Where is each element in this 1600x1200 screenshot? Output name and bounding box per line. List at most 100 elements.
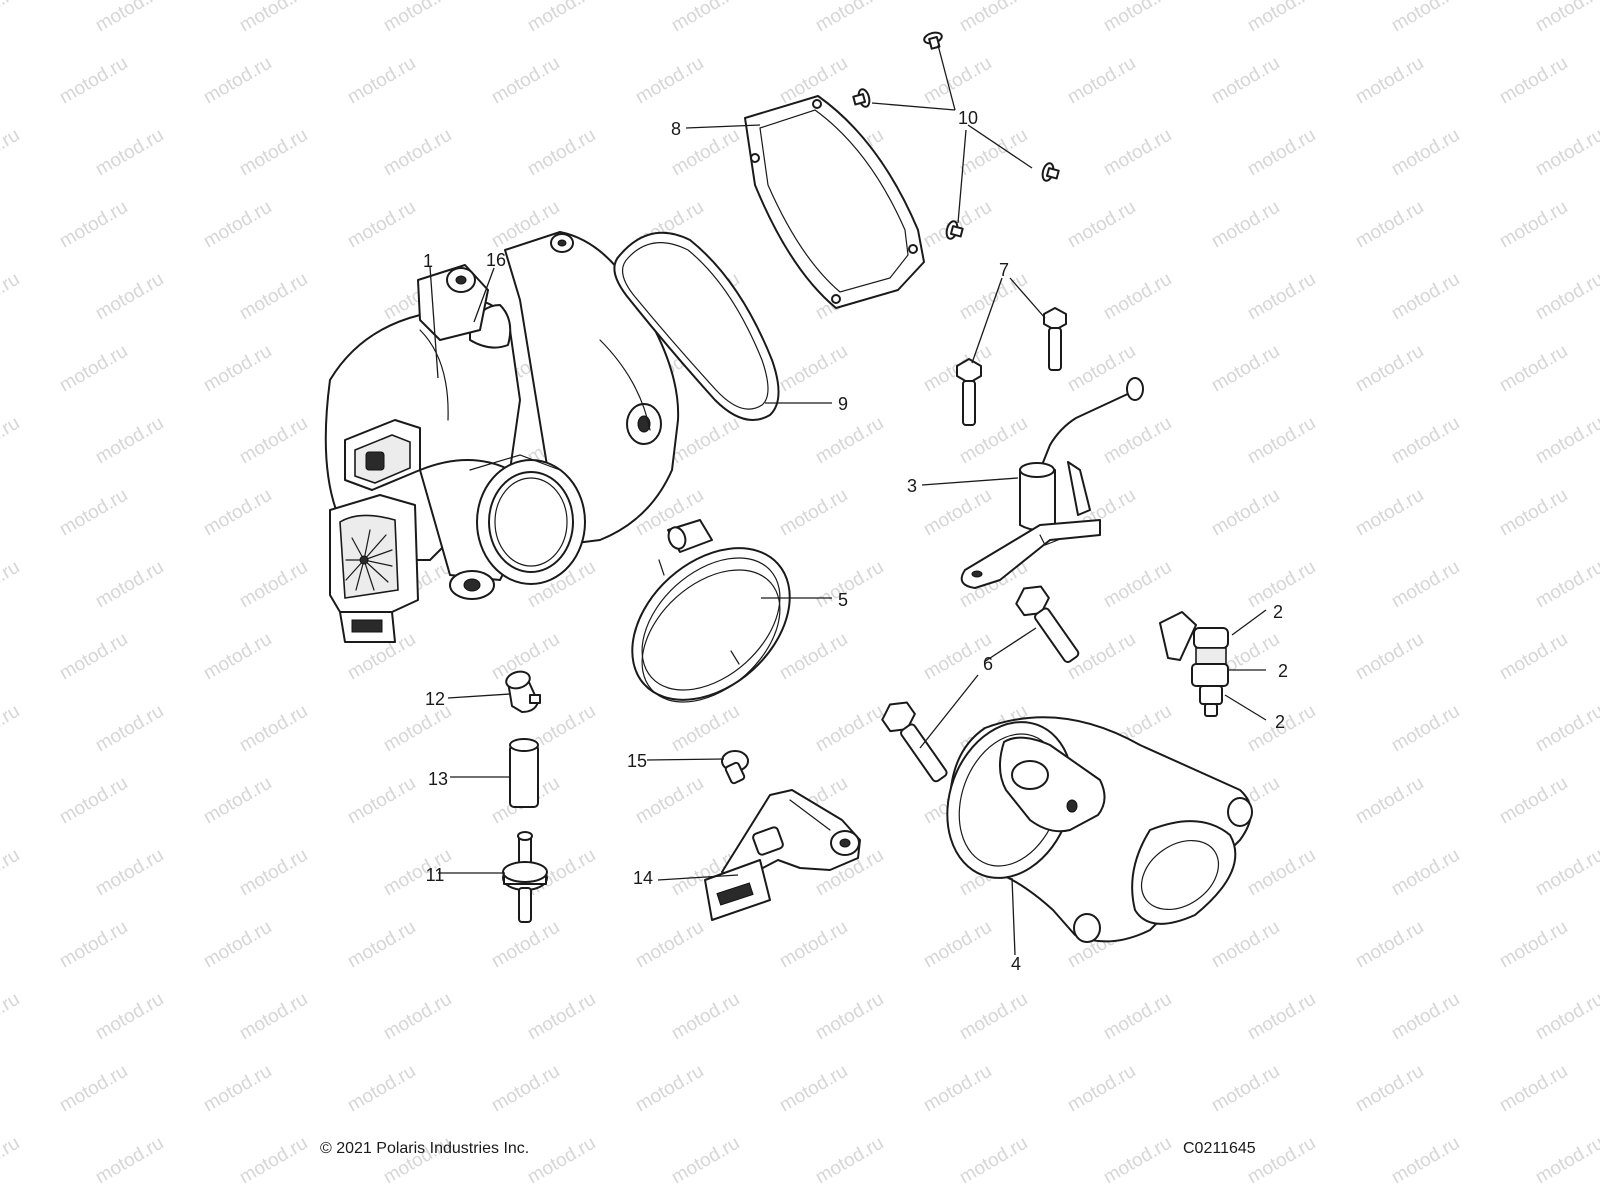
watermark-text: motod.ru: [1496, 1061, 1571, 1117]
watermark-text: motod.ru: [956, 989, 1031, 1045]
watermark-text: motod.ru: [200, 53, 275, 109]
hose-part-13: [509, 738, 539, 808]
watermark-text: motod.ru: [0, 269, 23, 325]
watermark-text: motod.ru: [488, 53, 563, 109]
watermark-text: motod.ru: [56, 197, 131, 253]
watermark-text: motod.ru: [920, 53, 995, 109]
callout-5: 5: [838, 590, 848, 610]
watermark-text: motod.ru: [200, 1061, 275, 1117]
watermark-text: motod.ru: [92, 989, 167, 1045]
watermark-text: motod.ru: [236, 413, 311, 469]
watermark-text: motod.ru: [56, 1061, 131, 1117]
watermark-text: motod.ru: [956, 0, 1031, 36]
hose-clamp-part-5: [631, 519, 791, 703]
watermark-text: motod.ru: [1100, 0, 1175, 36]
watermark-text: motod.ru: [92, 1133, 167, 1189]
watermark-text: motod.ru: [200, 485, 275, 541]
watermark-text: motod.ru: [344, 53, 419, 109]
watermark-text: motod.ru: [1532, 125, 1600, 181]
watermark-text: motod.ru: [776, 917, 851, 973]
watermark-text: motod.ru: [632, 773, 707, 829]
diagram-code: C0211645: [1183, 1140, 1256, 1157]
copyright-text: © 2021 Polaris Industries Inc.: [320, 1140, 529, 1157]
watermark-text: motod.ru: [812, 0, 887, 36]
watermark-text: motod.ru: [668, 701, 743, 757]
callout-12: 12: [425, 689, 445, 709]
watermark-text: motod.ru: [0, 989, 23, 1045]
watermark-text: motod.ru: [236, 845, 311, 901]
watermark-text: motod.ru: [1388, 845, 1463, 901]
watermark-text: motod.ru: [92, 557, 167, 613]
watermark-text: motod.ru: [1064, 1061, 1139, 1117]
watermark-text: motod.ru: [812, 989, 887, 1045]
watermark-text: motod.ru: [488, 1061, 563, 1117]
watermark-text: motod.ru: [380, 989, 455, 1045]
callout-4: 4: [1011, 954, 1021, 974]
watermark-text: motod.ru: [56, 629, 131, 685]
watermark-text: motod.ru: [1496, 341, 1571, 397]
watermark-text: motod.ru: [380, 701, 455, 757]
watermark-text: motod.ru: [1064, 53, 1139, 109]
callout-7: 7: [999, 260, 1009, 280]
watermark-text: motod.ru: [1064, 197, 1139, 253]
watermark-text: motod.ru: [1208, 197, 1283, 253]
watermark-text: motod.ru: [812, 557, 887, 613]
watermark-text: motod.ru: [200, 917, 275, 973]
watermark-text: motod.ru: [812, 1133, 887, 1189]
watermark-text: motod.ru: [524, 1133, 599, 1189]
watermark-text: motod.ru: [524, 125, 599, 181]
watermark-text: motod.ru: [1388, 1133, 1463, 1189]
watermark-text: motod.ru: [344, 197, 419, 253]
watermark-text: motod.ru: [1352, 1061, 1427, 1117]
watermark-text: motod.ru: [236, 269, 311, 325]
watermark-text: motod.ru: [956, 1133, 1031, 1189]
watermark-text: motod.ru: [920, 1061, 995, 1117]
watermark-text: motod.ru: [1532, 701, 1600, 757]
watermark-text: motod.ru: [632, 1061, 707, 1117]
watermark-text: motod.ru: [1388, 557, 1463, 613]
o-ring-part-9: [613, 231, 780, 421]
watermark-text: motod.ru: [1496, 773, 1571, 829]
watermark-text: motod.ru: [1388, 701, 1463, 757]
watermark-text: motod.ru: [56, 53, 131, 109]
watermark-text: motod.ru: [0, 125, 23, 181]
watermark-text: motod.ru: [524, 0, 599, 36]
watermark-text: motod.ru: [1208, 1061, 1283, 1117]
watermark-text: motod.ru: [1100, 125, 1175, 181]
callout-16: 16: [486, 250, 506, 270]
watermark-text: motod.ru: [92, 269, 167, 325]
watermark-text: motod.ru: [1352, 629, 1427, 685]
watermark-text: motod.ru: [1352, 197, 1427, 253]
intake-boot-part-4: [946, 716, 1253, 943]
watermark-text: motod.ru: [1388, 989, 1463, 1045]
callout-14: 14: [633, 868, 653, 888]
watermark-text: motod.ru: [632, 53, 707, 109]
watermark-text: motod.ru: [1208, 917, 1283, 973]
watermark-text: motod.ru: [1388, 413, 1463, 469]
watermark-text: motod.ru: [200, 629, 275, 685]
callout-11: 11: [426, 865, 445, 885]
watermark-text: motod.ru: [524, 989, 599, 1045]
watermark-text: motod.ru: [1100, 557, 1175, 613]
watermark-text: motod.ru: [668, 989, 743, 1045]
watermark-text: motod.ru: [776, 341, 851, 397]
callout-8: 8: [671, 119, 681, 139]
watermark-text: motod.ru: [1244, 845, 1319, 901]
watermark-text: motod.ru: [668, 413, 743, 469]
small-clamp-part-12: [505, 670, 541, 713]
watermark-text: motod.ru: [92, 125, 167, 181]
watermark-text: motod.ru: [1532, 989, 1600, 1045]
watermark-text: motod.ru: [1244, 413, 1319, 469]
watermark-text: motod.ru: [236, 1133, 311, 1189]
watermark-text: motod.ru: [92, 0, 167, 36]
watermark-text: motod.ru: [920, 485, 995, 541]
callout-15: 15: [627, 751, 647, 771]
callout-2-middle: 2: [1278, 661, 1288, 681]
watermark-text: motod.ru: [776, 485, 851, 541]
watermark-text: motod.ru: [200, 197, 275, 253]
watermark-text: motod.ru: [668, 0, 743, 36]
watermark-text: motod.ru: [236, 125, 311, 181]
screws-part-10: [852, 31, 1060, 240]
watermark-text: motod.ru: [1496, 53, 1571, 109]
watermark-text: motod.ru: [380, 125, 455, 181]
